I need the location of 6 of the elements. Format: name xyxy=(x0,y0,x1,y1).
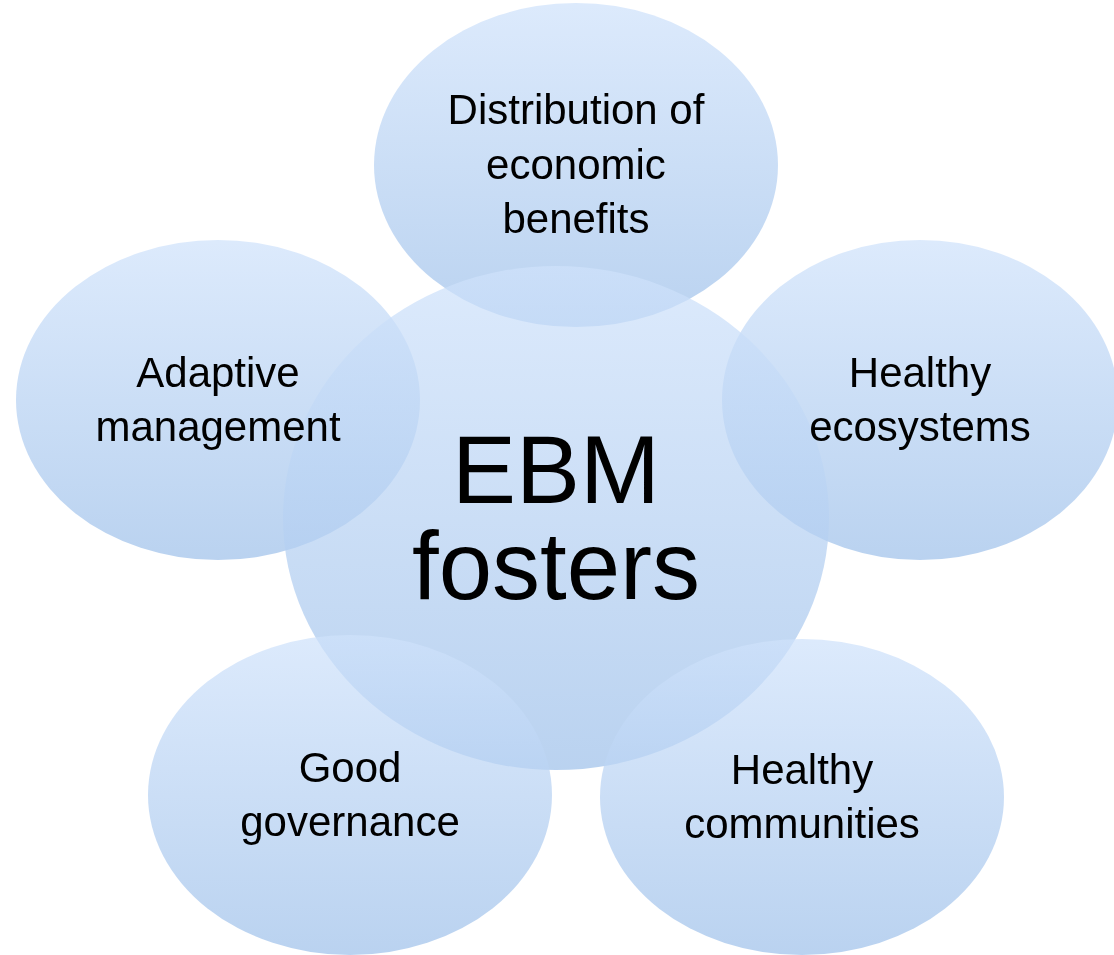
bubble-label: Good governance xyxy=(239,742,461,848)
bubble-label: Adaptive management xyxy=(94,347,342,453)
bubble-label: Healthy ecosystems xyxy=(808,347,1032,453)
bubble-label: Healthy communities xyxy=(683,744,921,850)
bubble-label: Distribution of economic benefits xyxy=(446,85,706,245)
bubble-label: EBM fosters xyxy=(410,422,702,614)
